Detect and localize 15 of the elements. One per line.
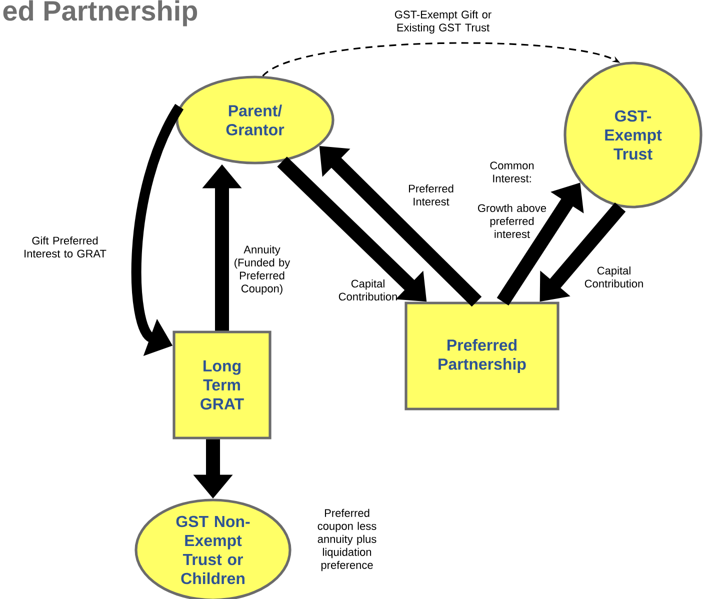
- edge-label: Preferred Interest: [408, 184, 454, 206]
- edge-label: Capital Contribution: [338, 279, 397, 301]
- process-box: Long Term GRAT: [172, 330, 272, 440]
- oval-node: GST- Exempt Trust: [564, 62, 702, 208]
- edge-label: Capital Contribution: [584, 266, 643, 288]
- process-box: Preferred Partnership: [404, 302, 560, 410]
- label: Growth above preferred interest: [478, 204, 546, 238]
- edge-label: GST-Exempt Gift or Existing GST Trust: [394, 10, 492, 34]
- oval-node: Parent/ Grantor: [176, 76, 334, 164]
- edge-label: Gift Preferred Interest to GRAT: [24, 236, 106, 258]
- note: Preferred coupon less annuity plus liquidation preference: [318, 508, 376, 572]
- oval-node: GST Non- Exempt Trust or Children: [134, 498, 292, 599]
- title: ed Partnership: [3, 0, 198, 26]
- edge-label: Annuity (Funded by Preferred Coupon): [234, 245, 290, 295]
- edge-label: Common Interest:: [490, 162, 534, 182]
